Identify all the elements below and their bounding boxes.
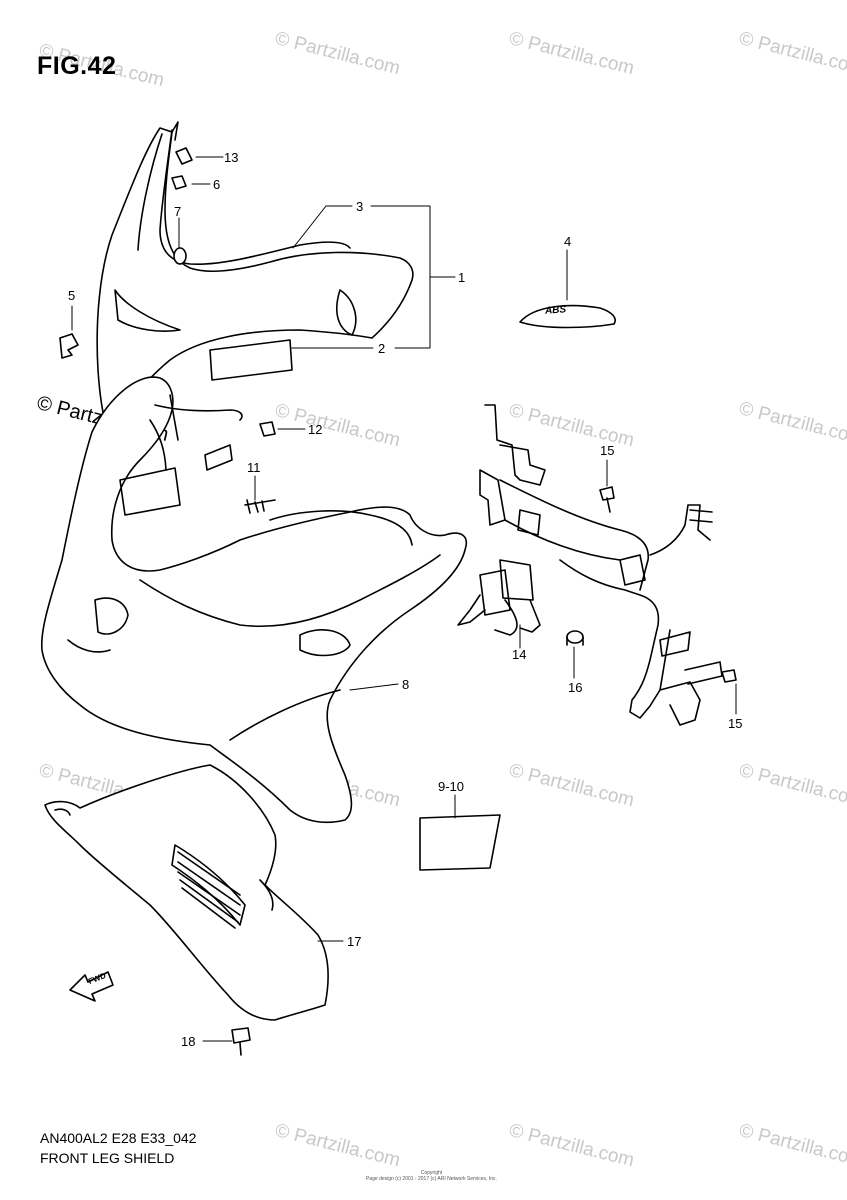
callout-13: 13 bbox=[224, 150, 239, 165]
bolt-15-upper[interactable] bbox=[599, 486, 615, 513]
callout-11: 11 bbox=[247, 460, 261, 475]
bolt-15-lower[interactable] bbox=[721, 669, 737, 683]
callout-15-upper: 15 bbox=[600, 443, 615, 458]
callout-3: 3 bbox=[356, 199, 364, 214]
callout-1: 1 bbox=[458, 270, 466, 285]
abs-emblem-text: ABS bbox=[544, 304, 567, 317]
copyright-line-1: Copyright bbox=[420, 1170, 443, 1176]
clip-fastener-13[interactable] bbox=[175, 147, 193, 165]
model-code: AN400AL2 E28 E33_042 bbox=[40, 1130, 197, 1146]
decal-sheet[interactable] bbox=[419, 814, 501, 871]
screw-11[interactable] bbox=[244, 499, 276, 514]
front-bracket-frame[interactable] bbox=[457, 404, 723, 726]
clip-12[interactable] bbox=[259, 421, 276, 437]
callout-8: 8 bbox=[402, 677, 410, 692]
figure-title: FIG.42 bbox=[37, 52, 117, 80]
abs-emblem[interactable] bbox=[519, 304, 616, 329]
label-plate[interactable] bbox=[209, 339, 293, 381]
inner-leg-shield-cover[interactable] bbox=[40, 376, 467, 824]
lower-cover[interactable] bbox=[44, 764, 329, 1021]
clip-5[interactable] bbox=[59, 333, 79, 359]
screw-18[interactable] bbox=[231, 1027, 251, 1056]
callout-9-10: 9-10 bbox=[438, 779, 465, 794]
callout-5: 5 bbox=[68, 288, 76, 303]
nut-6[interactable] bbox=[171, 175, 187, 190]
callout-12: 12 bbox=[308, 422, 323, 437]
callout-4: 4 bbox=[564, 234, 572, 249]
copyright-notice: Copyright Page design (c) 2001 - 2017 (c… bbox=[366, 1170, 497, 1182]
callout-16: 16 bbox=[568, 680, 583, 695]
front-leg-shield-upper[interactable] bbox=[96, 121, 414, 431]
grommet-7[interactable] bbox=[173, 247, 187, 265]
fwd-arrow bbox=[69, 971, 114, 1002]
callout-18: 18 bbox=[181, 1034, 196, 1049]
copyright-line-2: Page design (c) 2001 - 2017 (c) ARI Netw… bbox=[366, 1176, 497, 1182]
callout-6: 6 bbox=[213, 177, 221, 192]
callout-14: 14 bbox=[512, 647, 527, 662]
collar-16[interactable] bbox=[566, 630, 584, 646]
leader-lines bbox=[71, 156, 737, 1042]
callout-15-lower: 15 bbox=[728, 716, 743, 731]
callout-2: 2 bbox=[378, 341, 386, 356]
assembly-name: FRONT LEG SHIELD bbox=[40, 1150, 175, 1166]
callout-7: 7 bbox=[174, 204, 182, 219]
callout-17: 17 bbox=[347, 934, 362, 949]
